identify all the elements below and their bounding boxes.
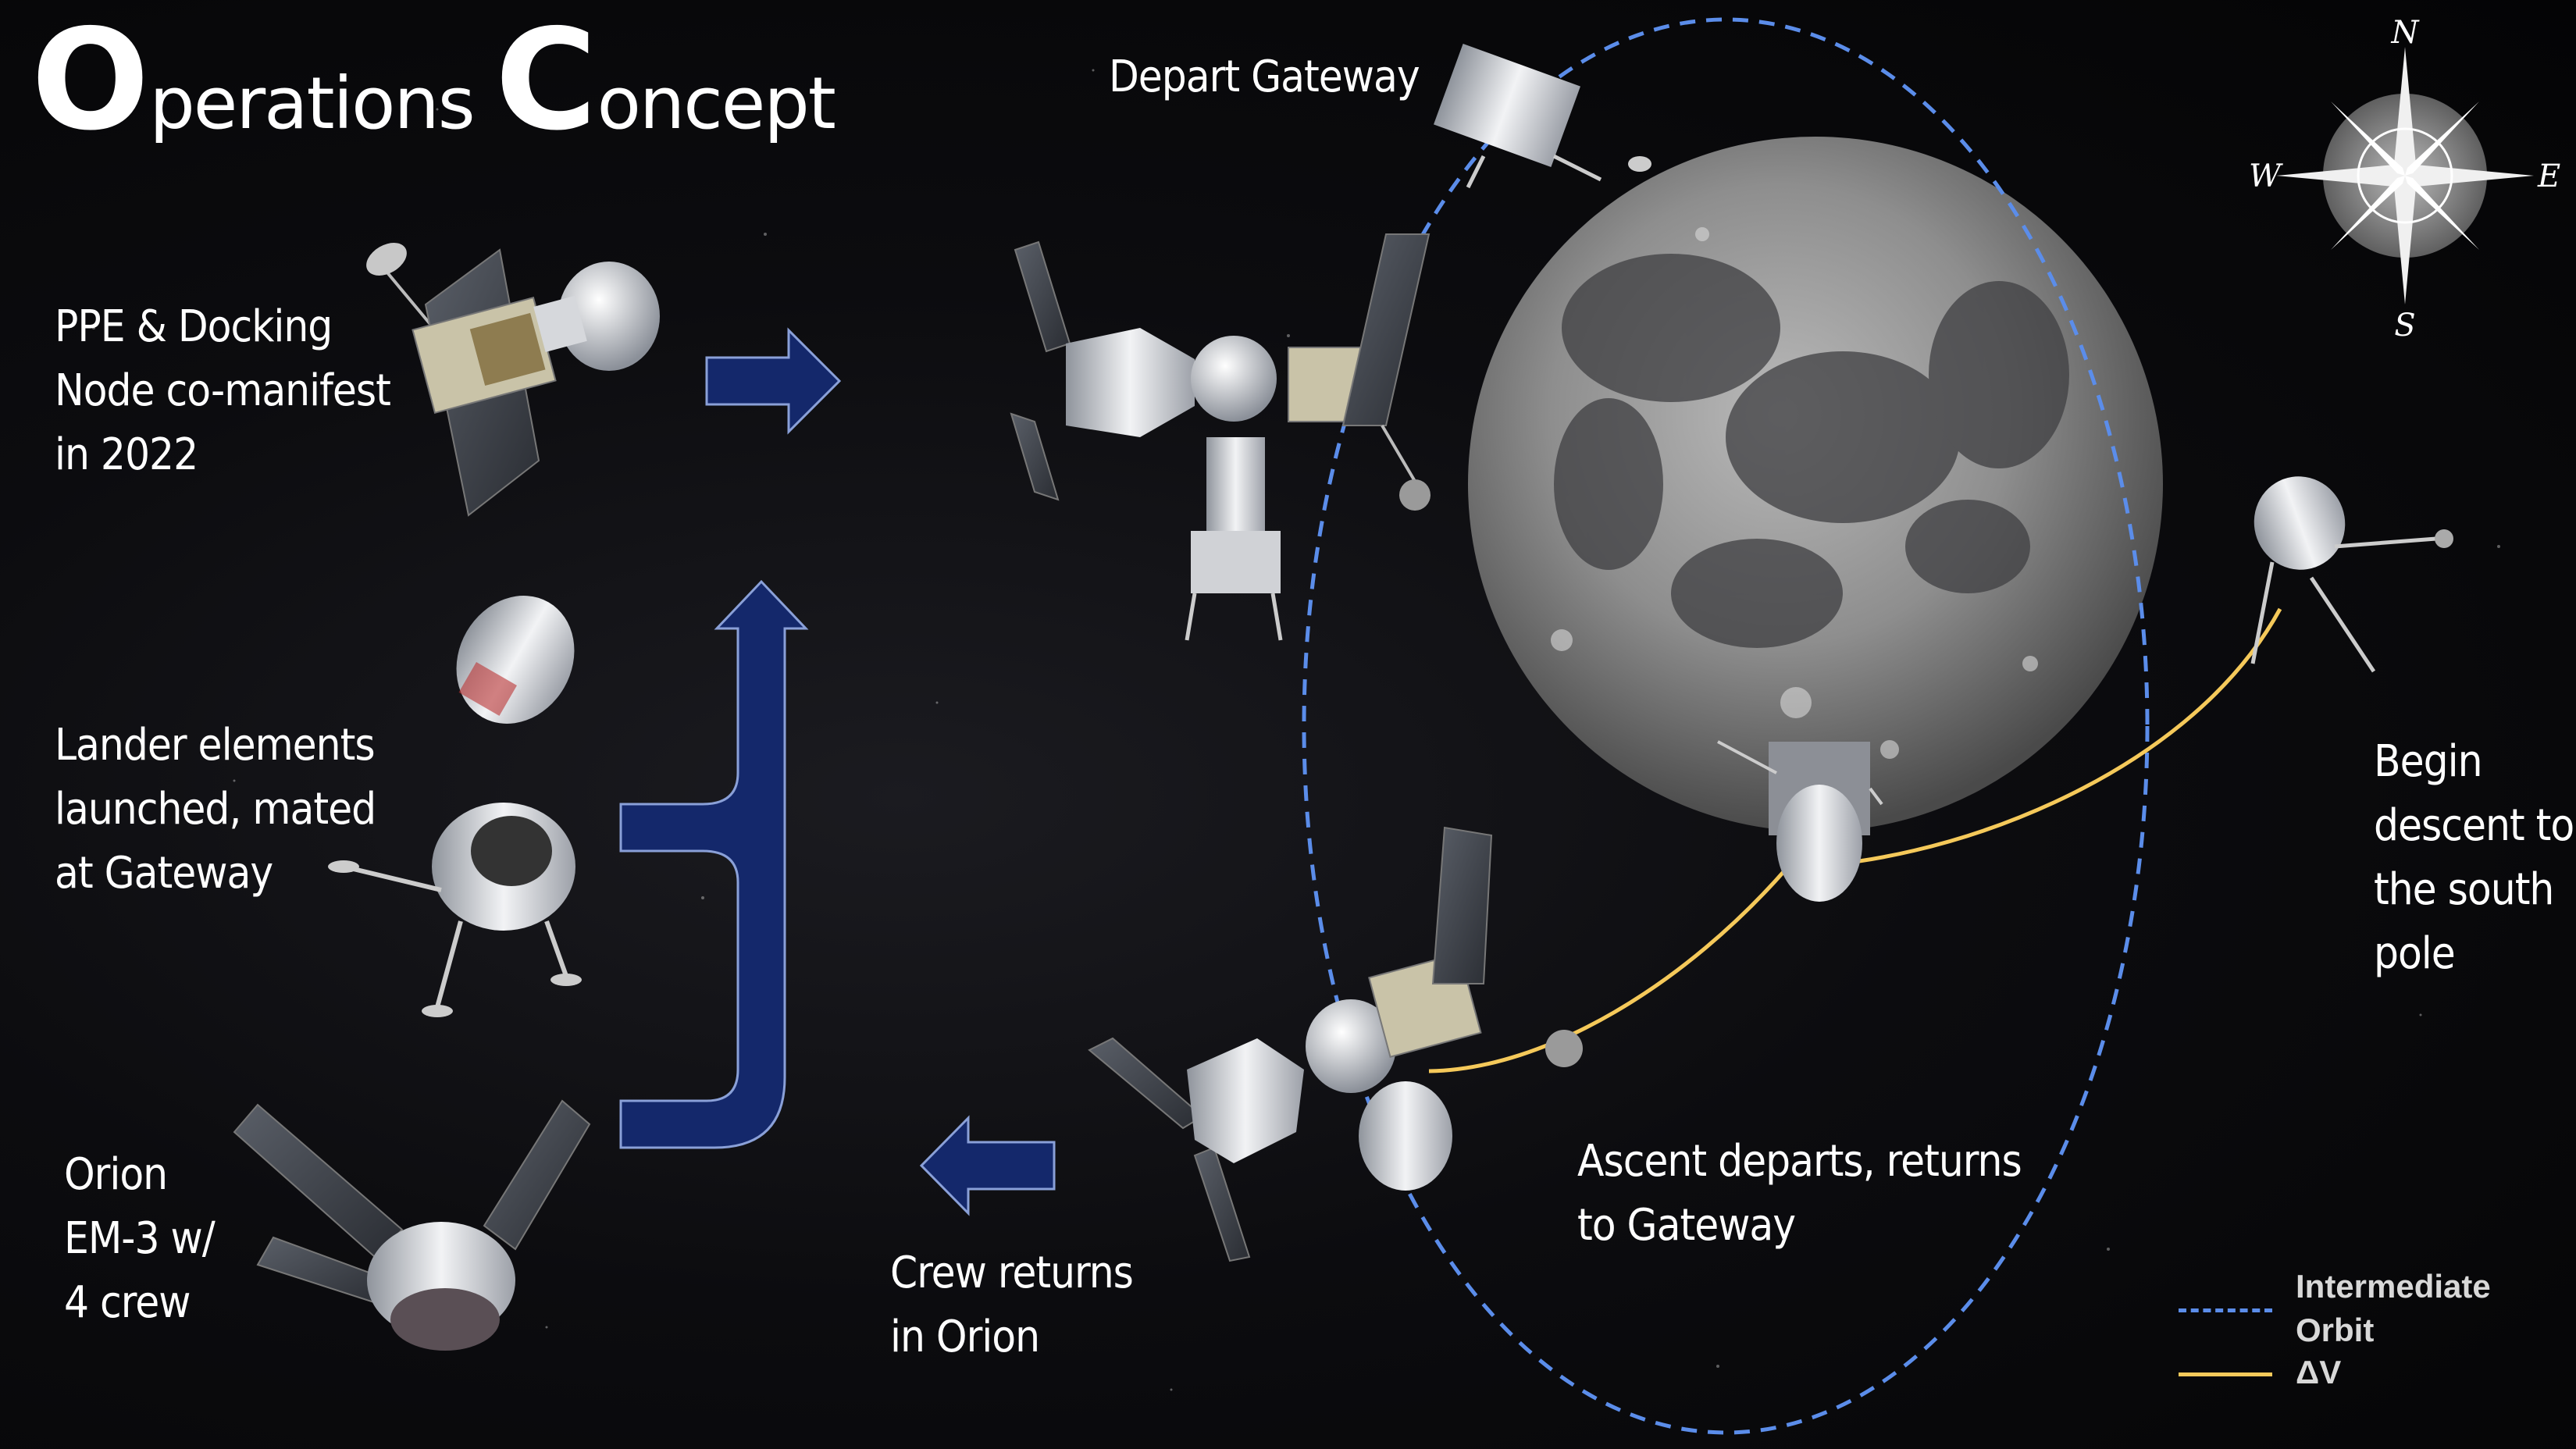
page-title: Operations Concept: [31, 11, 836, 170]
moon: [1468, 137, 2163, 831]
title-first-letter: O: [31, 0, 150, 161]
title-second-letter: C: [494, 0, 597, 161]
legend-orbit-label-2: Orbit: [2296, 1312, 2375, 1348]
lander-ascent-element: [456, 596, 575, 724]
legend-dv-swatch: [2179, 1372, 2272, 1376]
label-depart-gateway: Depart Gateway: [1109, 52, 1420, 102]
legend-dv-label: ΔV: [2296, 1354, 2342, 1390]
arrow-left-crew-returns: [919, 1115, 1056, 1216]
title-second-rest: oncept: [597, 62, 836, 145]
intermediate-orbit-path: [1302, 17, 2150, 1435]
compass-west-label: W: [2249, 158, 2283, 194]
legend-orbit-swatch: [2179, 1308, 2272, 1312]
ascent-module-at-moon: [1717, 740, 1883, 902]
lander-departing-gateway: [1434, 43, 1651, 189]
gateway-stack-top: [1010, 233, 1431, 641]
legend-orbit-label-1: Intermediate: [2296, 1268, 2491, 1305]
compass-rose: N S E W: [2249, 15, 2560, 344]
lander-beginning-descent: [2250, 476, 2453, 673]
compass-north-label: N: [2391, 15, 2421, 51]
arrow-up-merge: [619, 579, 809, 1149]
orion-gateway-return-stack: [1088, 826, 1583, 1262]
lander-descent-element: [328, 803, 582, 1017]
arrow-right-ppe: [705, 327, 842, 435]
ppe-docking-node-spacecraft: [366, 243, 660, 517]
title-first-rest: perations: [149, 62, 475, 145]
starfield: [92, 69, 2500, 1391]
compass-east-label: E: [2537, 158, 2560, 194]
orion-spacecraft-left: [233, 1099, 591, 1351]
compass-south-label: S: [2394, 308, 2415, 344]
